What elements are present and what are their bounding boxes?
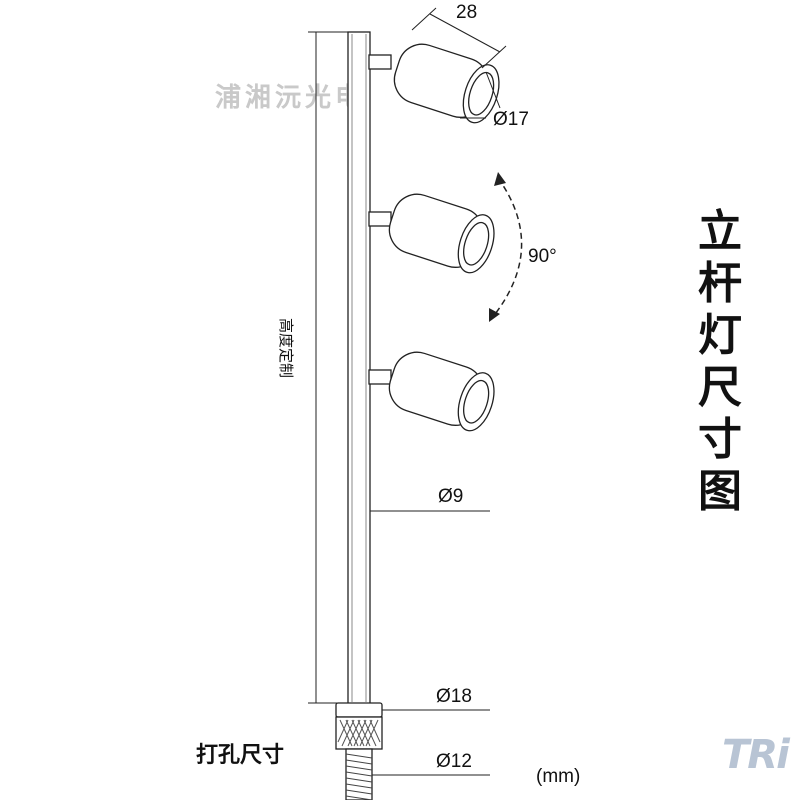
logo-text: TRi: [722, 732, 791, 778]
base-collar: [335, 702, 383, 750]
pole: [347, 31, 371, 705]
height-dimension: 高度定制: [277, 31, 348, 704]
brand-logo: TRi: [722, 732, 793, 778]
watermark-text: 浦湘沅光电: [215, 82, 365, 113]
pole-diameter-label: Ø9: [438, 486, 463, 507]
lamp-head-bottom: [368, 351, 495, 432]
threaded-stud: [345, 748, 373, 800]
lamp-diameter-label: Ø17: [493, 109, 529, 130]
hole-size-label: 打孔尺寸: [196, 742, 284, 767]
thread-diameter-label: Ø12: [436, 751, 472, 772]
base-diameter-dimension: Ø18: [382, 686, 490, 711]
title-char-5: 寸: [698, 415, 742, 464]
title-char-3: 灯: [698, 311, 742, 360]
thread-diameter-dimension: Ø12: [372, 751, 490, 776]
title-char-1: 立: [698, 207, 742, 256]
title-char-6: 图: [698, 467, 742, 516]
lamp-length-dimension: 28: [411, 2, 507, 69]
diagram-title: 立 杆 灯 尺 寸 图: [698, 207, 742, 516]
lamp-length-label: 28: [456, 2, 477, 23]
pole-diameter-dimension: Ø9: [370, 486, 490, 512]
lamp-head-middle: [368, 193, 495, 274]
lamp-head-top: [368, 43, 500, 124]
rotation-angle-label: 90°: [528, 246, 557, 267]
height-label: 高度定制: [277, 318, 294, 378]
title-char-2: 杆: [698, 259, 742, 308]
title-char-4: 尺: [698, 363, 742, 412]
lamp-diameter-dimension: Ø17: [460, 71, 529, 130]
unit-label: (mm): [536, 766, 580, 787]
base-diameter-label: Ø18: [436, 686, 472, 707]
rotation-arc: 90°: [489, 172, 557, 322]
